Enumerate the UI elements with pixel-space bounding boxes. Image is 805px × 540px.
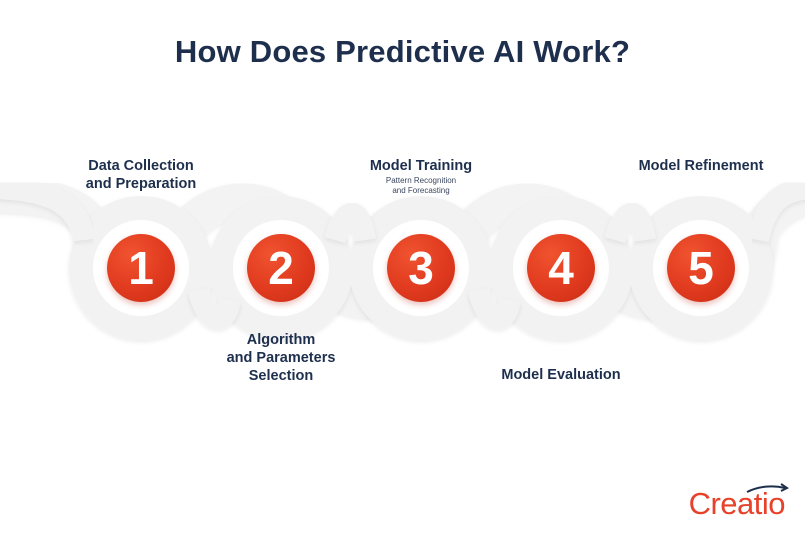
ring-5 xyxy=(629,196,773,340)
logo-text: Creatio xyxy=(688,486,786,521)
step-2-badge: 2 xyxy=(247,234,315,302)
step-2-label: Algorithm and Parameters Selection xyxy=(226,332,336,384)
ring-3 xyxy=(349,196,493,340)
ring-1 xyxy=(69,196,213,340)
page-title: How Does Predictive AI Work? xyxy=(174,34,631,69)
step-4-badge: 4 xyxy=(527,234,595,302)
step-4-label: Model Evaluation xyxy=(501,367,621,383)
logo-swoosh-icon xyxy=(746,483,789,493)
ring-4 xyxy=(489,196,633,340)
ring-2 xyxy=(209,196,353,340)
step-3-sublabel: Pattern Recognition and Forecasting xyxy=(385,176,457,195)
creatio-logo: Creatio xyxy=(688,483,789,522)
step-1-badge: 1 xyxy=(107,234,175,302)
step-1-label: Data Collection and Preparation xyxy=(85,158,197,192)
step-5-label: Model Refinement xyxy=(638,158,764,174)
step-3-label: Model Training xyxy=(369,158,473,174)
step-5-badge: 5 xyxy=(667,234,735,302)
step-3-badge: 3 xyxy=(387,234,455,302)
